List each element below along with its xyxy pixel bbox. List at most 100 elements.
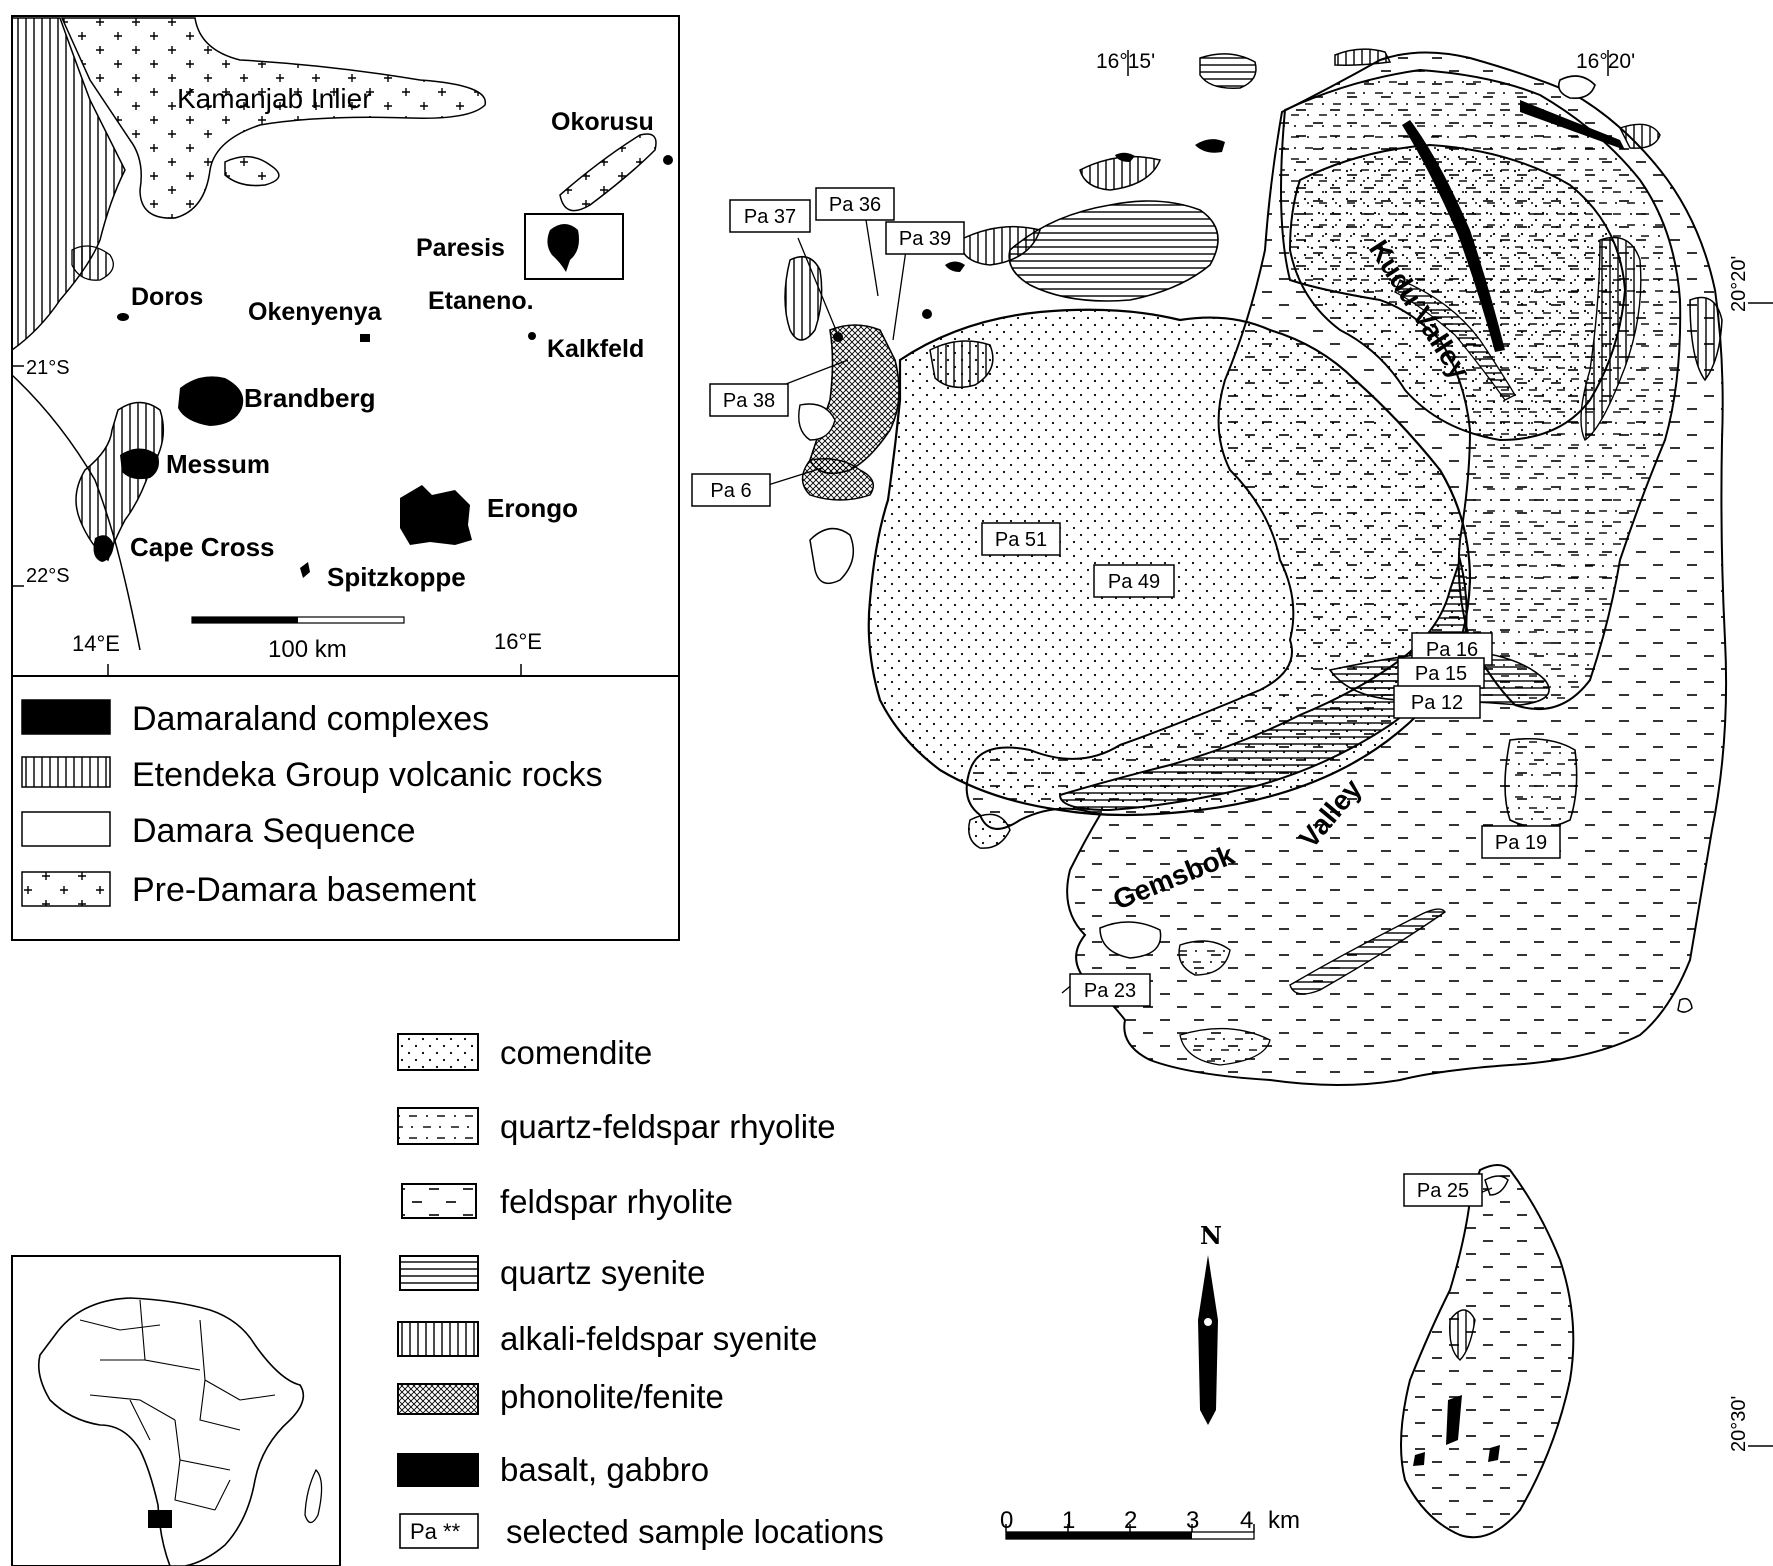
sample-label: Pa 51 bbox=[995, 529, 1047, 551]
main-scale-fill bbox=[1006, 1532, 1192, 1539]
quartz-syenite-outlier bbox=[1199, 53, 1257, 89]
quartz-syenite-south-dyke bbox=[1289, 908, 1446, 995]
label-paresis: Paresis bbox=[416, 234, 505, 262]
sample-box bbox=[729, 199, 811, 233]
quartz-syenite-north bbox=[1008, 200, 1219, 302]
study-area-marker bbox=[148, 1510, 172, 1528]
paresis-location-box bbox=[524, 213, 624, 280]
basalt-dyke-north bbox=[1520, 100, 1625, 150]
alkali-syenite-east bbox=[1689, 296, 1723, 382]
sample-label: Pa 16 bbox=[1426, 639, 1478, 661]
legend-swatch-phonolite bbox=[397, 1383, 479, 1415]
label-okenyenya: Okenyenya bbox=[248, 298, 383, 326]
sample-box bbox=[1403, 1173, 1483, 1207]
sample-pa-6: Pa 6 bbox=[691, 473, 771, 507]
label-lat-2020: 20°20' bbox=[1728, 256, 1750, 312]
sample-box bbox=[1481, 825, 1561, 859]
sample-pa-36: Pa 36 bbox=[815, 187, 895, 221]
cape-cross-complex bbox=[93, 535, 114, 562]
sample-label: Pa 37 bbox=[744, 206, 796, 228]
sample-box bbox=[1393, 685, 1481, 719]
legend-label-basement: Pre-Damara basement bbox=[132, 871, 476, 909]
africa-inset bbox=[11, 1255, 341, 1566]
sample-label: Pa 12 bbox=[1411, 692, 1463, 714]
sample-pa-37: Pa 37 bbox=[729, 199, 811, 233]
legend-swatch-qf-rhyolite bbox=[397, 1107, 479, 1145]
basalt-west-1 bbox=[833, 332, 843, 342]
scale-unit: km bbox=[1268, 1507, 1300, 1534]
sample-label: Pa 6 bbox=[710, 480, 751, 502]
scale-tick-2: 2 bbox=[1124, 1507, 1137, 1534]
basalt-north-2 bbox=[1115, 152, 1135, 162]
basalt-kudu-dyke bbox=[1402, 120, 1505, 352]
sample-labels: Pa 37 Pa 36 Pa 39 Pa 38 Pa 6 Pa 51 Pa 49 Pa 16 P… bbox=[691, 187, 1561, 1207]
sample-pa-49: Pa 49 bbox=[1093, 564, 1175, 598]
alkali-syenite-nw2 bbox=[1079, 155, 1162, 191]
okorusu-basement-outcrop bbox=[559, 133, 657, 212]
sample-box bbox=[691, 473, 771, 507]
legend-swatch-f-rhyolite bbox=[401, 1183, 477, 1219]
madagascar-outline bbox=[304, 1468, 323, 1524]
label-messum: Messum bbox=[166, 449, 270, 479]
sample-pa-51: Pa 51 bbox=[981, 522, 1061, 556]
label-lon-1620: 16°20' bbox=[1576, 50, 1635, 73]
legend-swatch-sample bbox=[399, 1513, 479, 1549]
sample-pa-38: Pa 38 bbox=[709, 383, 789, 417]
sample-box bbox=[1069, 973, 1151, 1007]
africa-country-borders bbox=[79, 1299, 276, 1511]
label-lon-16: 16°E bbox=[494, 629, 542, 654]
alkali-syenite-nw bbox=[959, 225, 1041, 266]
sample-pa-25: Pa 25 bbox=[1403, 1173, 1483, 1207]
north-arrow-shape bbox=[1198, 1255, 1218, 1425]
paresis-complex bbox=[547, 224, 579, 272]
label-lat-22: 22°S bbox=[26, 565, 70, 587]
sample-label: Pa 38 bbox=[723, 390, 775, 412]
scale-tick-3: 3 bbox=[1186, 1507, 1199, 1534]
sample-pa-19: Pa 19 bbox=[1481, 825, 1561, 859]
feldspar-rhyolite-south-lobe bbox=[1400, 1164, 1575, 1539]
basement-outlier bbox=[224, 156, 280, 187]
qf-rhyolite-south-3 bbox=[1179, 1027, 1271, 1066]
okorusu-complex bbox=[663, 155, 673, 165]
africa-outline bbox=[37, 1297, 305, 1566]
legend-swatch-damaraland bbox=[21, 699, 111, 735]
alkali-syenite-west-1 bbox=[784, 255, 823, 341]
sample-pa-12: Pa 12 bbox=[1393, 685, 1481, 719]
doros-complex bbox=[117, 313, 129, 321]
small-outcrop-south bbox=[1099, 921, 1162, 959]
quartz-syenite-kudu bbox=[1394, 279, 1516, 401]
sample-pa-39: Pa 39 bbox=[885, 221, 965, 255]
etendeka-west-outcrop bbox=[11, 17, 126, 352]
paresis-main-map: 16°15' 16°20' 20°20' 20°30' bbox=[767, 48, 1773, 1540]
legend-swatch-basalt bbox=[397, 1453, 479, 1487]
north-arrow: N bbox=[1198, 1221, 1222, 1425]
label-okorusu: Okorusu bbox=[551, 108, 654, 136]
legend-swatch-etendeka bbox=[21, 756, 111, 788]
qf-rhyolite-south-2 bbox=[1178, 940, 1231, 976]
etendeka-outlier bbox=[71, 245, 114, 281]
comendite-south-outlier bbox=[968, 813, 1011, 849]
regional-inset: Kamanjab Inlier Okorusu Paresis Doros Ok… bbox=[11, 15, 680, 677]
legend-label-quartz-syenite: quartz syenite bbox=[500, 1254, 705, 1291]
alkali-syenite-ne bbox=[1619, 123, 1661, 149]
small-outcrop-se bbox=[1677, 997, 1693, 1013]
sample-box bbox=[1093, 564, 1175, 598]
south-lobe-tip bbox=[1484, 1175, 1509, 1196]
label-cape-cross: Cape Cross bbox=[130, 532, 275, 562]
small-outcrop-west bbox=[798, 403, 836, 441]
basalt-south-lobe-1 bbox=[1446, 1395, 1462, 1445]
legend-label-basalt: basalt, gabbro bbox=[500, 1451, 709, 1488]
phonolite-fenite-south bbox=[801, 458, 874, 501]
alkali-syenite-east2 bbox=[1580, 236, 1642, 442]
basalt-north-3 bbox=[945, 261, 965, 272]
legend-swatch-alkali-syenite bbox=[397, 1321, 479, 1357]
basalt-south-lobe-3 bbox=[1413, 1452, 1425, 1466]
label-lon-1615: 16°15' bbox=[1096, 50, 1155, 73]
sample-label: Pa 36 bbox=[829, 194, 881, 216]
main-scale-bar: 0 1 2 3 4 km bbox=[1000, 1507, 1300, 1540]
sample-label: Pa 39 bbox=[899, 228, 951, 250]
sample-box bbox=[981, 522, 1061, 556]
label-kamanjab: Kamanjab Inlier bbox=[177, 83, 372, 114]
label-kalkfeld: Kalkfeld bbox=[547, 335, 644, 363]
